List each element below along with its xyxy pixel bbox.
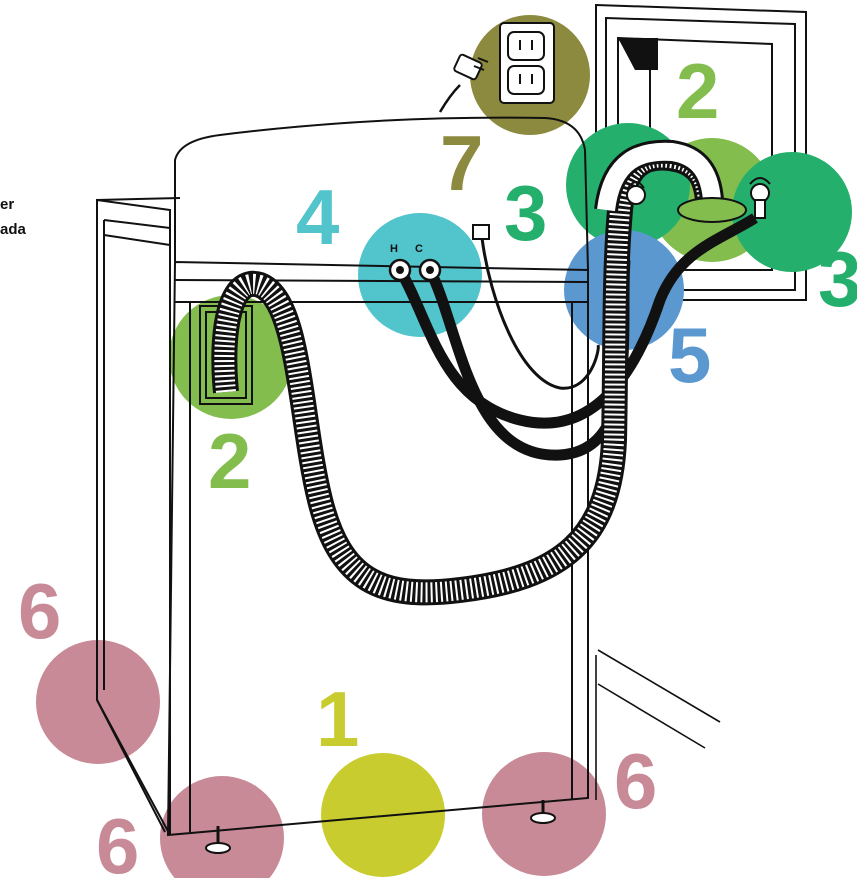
- callout-circle-feet-front-left: [160, 776, 284, 878]
- label-inlet-connections: 4: [296, 173, 339, 261]
- label-wall-outlet-box: 5: [668, 311, 711, 399]
- floor-lines: [595, 649, 721, 800]
- side-text-line-2: ada: [0, 221, 26, 238]
- inlet-connector-cold: [418, 258, 442, 282]
- callout-circle-valve-right: [732, 152, 852, 272]
- water-valve-right: [749, 177, 771, 219]
- wall-box-shadow: [618, 38, 658, 70]
- inlet-hose-hot: [395, 213, 758, 429]
- drain-hose-hook-fill: [597, 142, 721, 212]
- inlet-label-cold: C: [415, 243, 423, 255]
- power-cord-plug: [438, 53, 489, 113]
- label-supply-valve-right: 3: [818, 235, 857, 323]
- label-drain-standpipe: 2: [676, 47, 719, 135]
- water-valve-left: [626, 181, 646, 205]
- drain-standpipe: [677, 197, 747, 223]
- callout-circle-level: [321, 753, 445, 877]
- inlet-connector-hot: [388, 258, 412, 282]
- label-foot-right: 6: [614, 737, 657, 825]
- label-drain-hose-left: 2: [208, 417, 251, 505]
- label-level-front: 1: [316, 675, 359, 763]
- label-foot-left-back: 6: [18, 567, 61, 655]
- inlet-label-hot: H: [390, 243, 398, 255]
- washer-body: [96, 116, 589, 837]
- label-power-outlet: 7: [440, 119, 483, 207]
- cord-strain-relief: [472, 224, 490, 240]
- label-foot-left-front: 6: [96, 802, 139, 878]
- leveling-foot-left: [205, 826, 231, 854]
- side-text-line-1: er: [0, 196, 15, 213]
- power-outlet-plate: [499, 22, 555, 104]
- label-supply-valve-left: 3: [504, 169, 547, 257]
- leveling-foot-right: [530, 800, 556, 824]
- power-cord: [480, 237, 600, 390]
